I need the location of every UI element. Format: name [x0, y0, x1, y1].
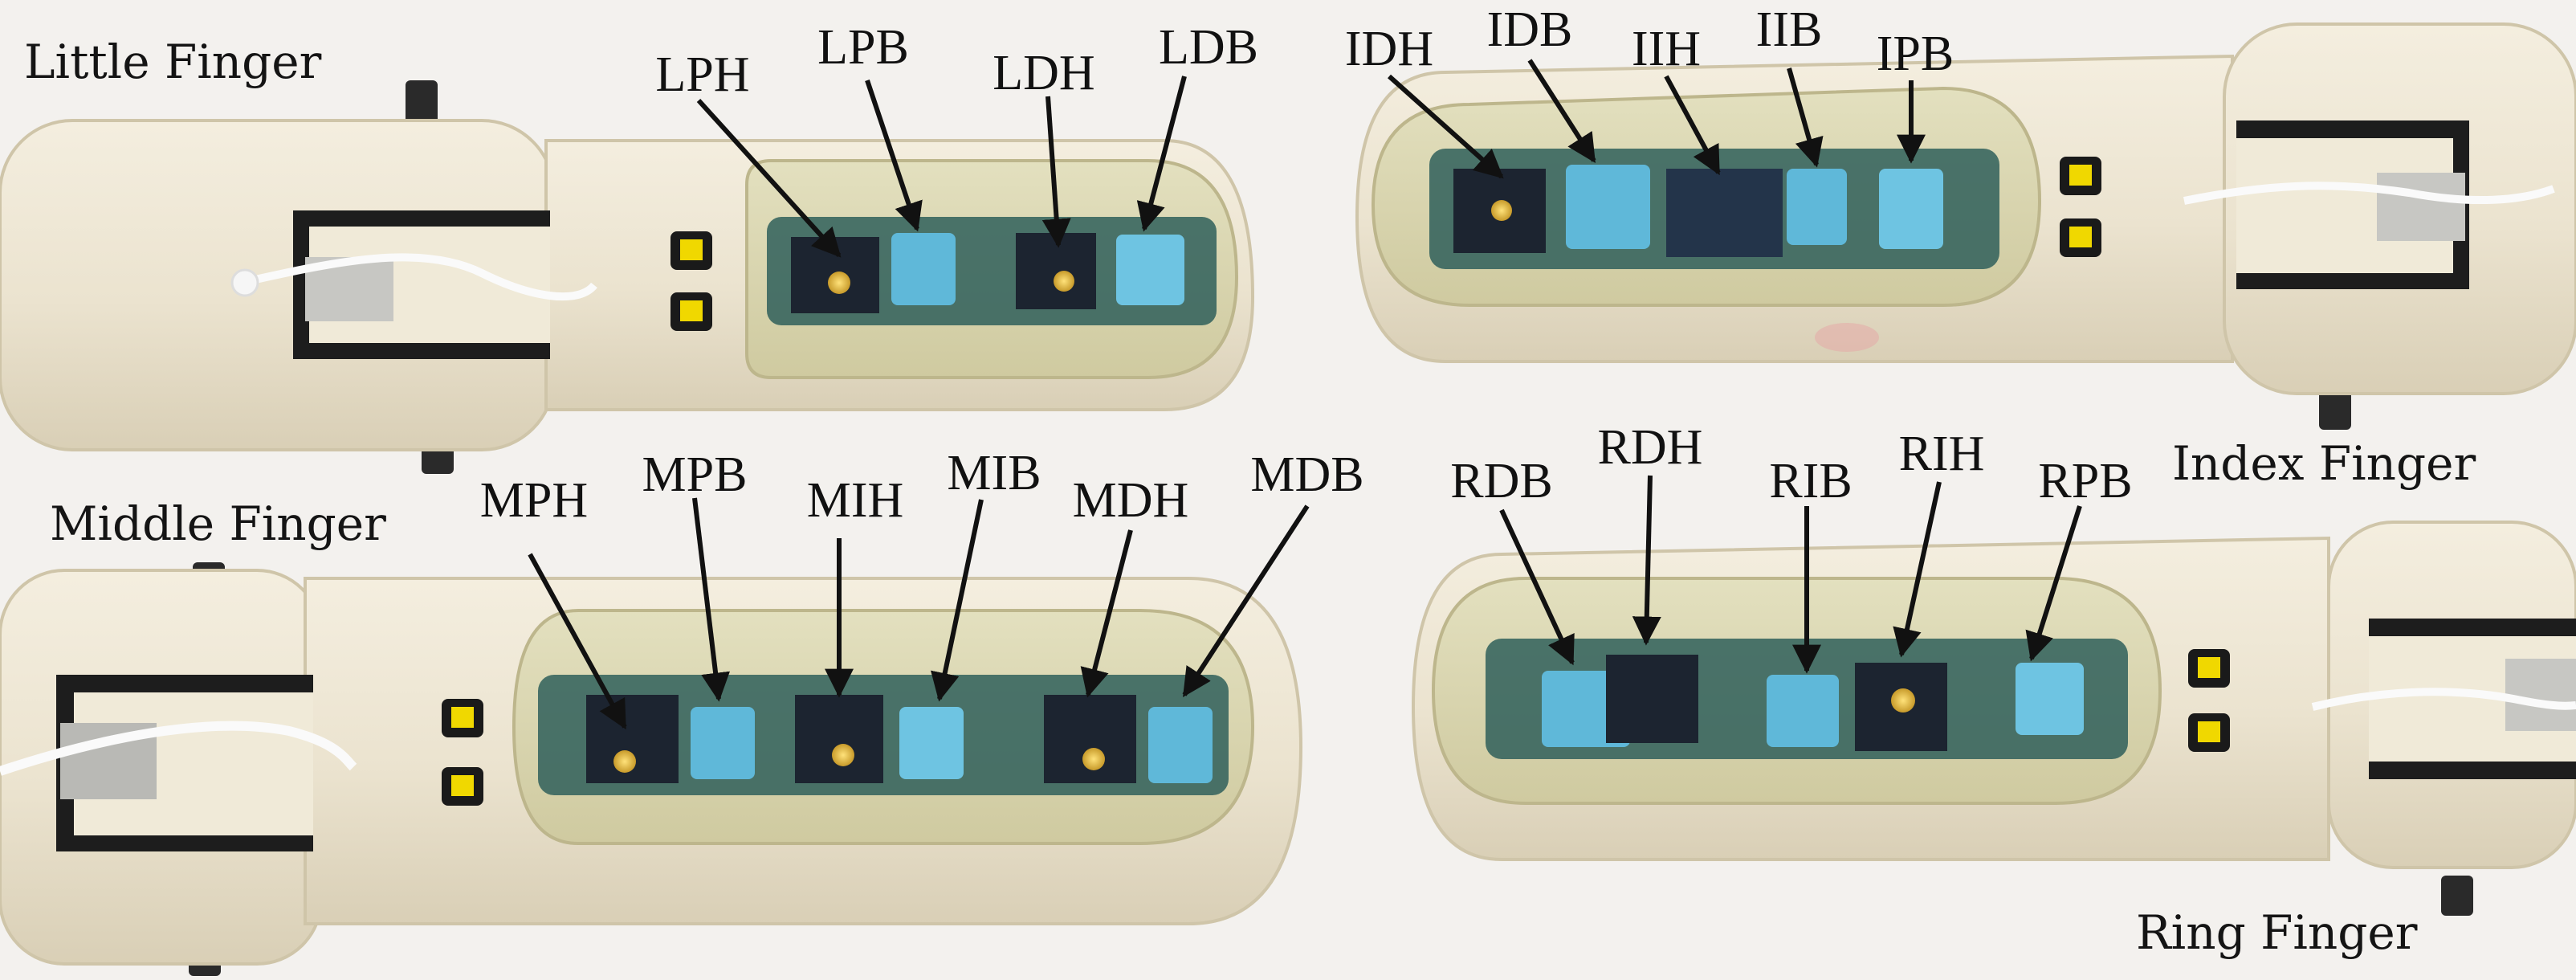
label-iib: IIB: [1755, 2, 1823, 57]
annotation-arrows: [528, 59, 2082, 730]
caption-middle-finger: Middle Finger: [50, 496, 386, 551]
caption-index-finger: Index Finger: [2172, 436, 2476, 491]
label-ldh: LDH: [992, 46, 1095, 100]
label-mpb: MPB: [642, 447, 748, 502]
label-ipb: IPB: [1876, 27, 1954, 81]
label-lph: LPH: [655, 47, 750, 102]
middle-finger: [0, 562, 1303, 976]
caption-little-finger: Little Finger: [24, 35, 322, 89]
label-rdh: RDH: [1597, 420, 1703, 475]
label-lpb: LPB: [817, 20, 909, 75]
caption-ring-finger: Ring Finger: [2136, 905, 2418, 960]
label-mph: MPH: [479, 473, 589, 528]
label-mib: MIB: [947, 446, 1041, 500]
ring-finger: [1411, 521, 2576, 916]
label-mih: MIH: [806, 473, 904, 528]
label-mdb: MDB: [1250, 447, 1364, 502]
label-rdb: RDB: [1450, 454, 1553, 508]
label-ldb: LDB: [1159, 20, 1258, 75]
label-idh: IDH: [1344, 22, 1434, 76]
label-idb: IDB: [1486, 2, 1573, 57]
label-rpb: RPB: [2038, 454, 2133, 508]
little-finger: [0, 80, 1255, 474]
label-mdh: MDH: [1072, 473, 1189, 528]
label-rih: RIH: [1898, 427, 1985, 481]
label-rib: RIB: [1769, 454, 1853, 508]
label-iih: IIH: [1631, 22, 1702, 76]
